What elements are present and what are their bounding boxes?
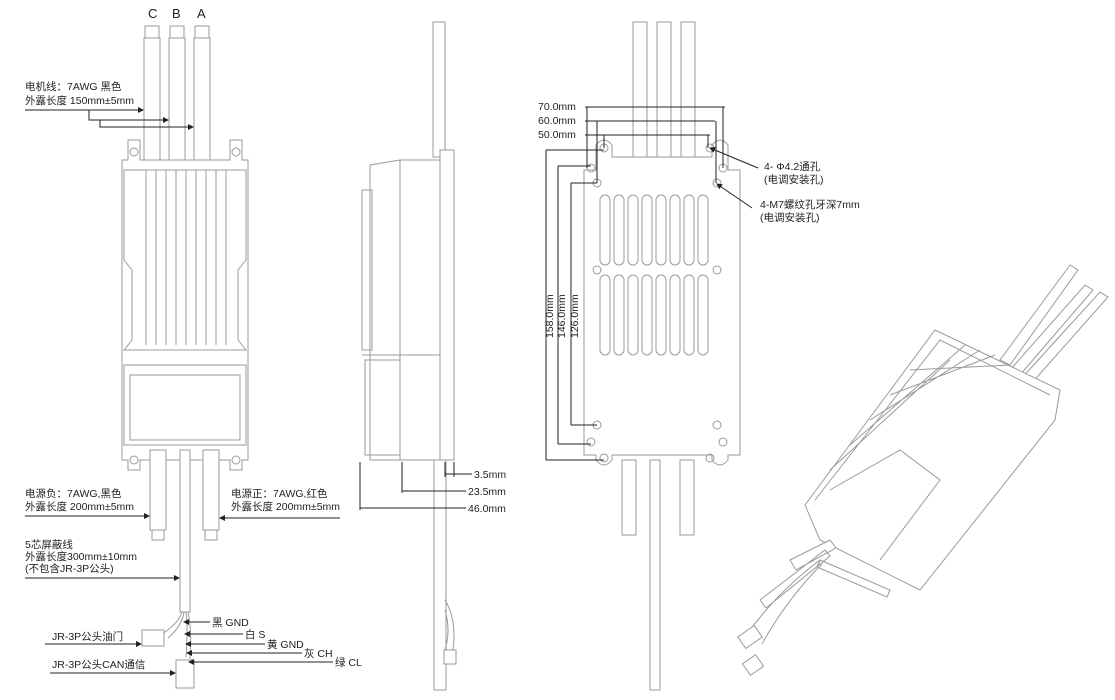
svg-text:外露长度 200mm±5mm: 外露长度 200mm±5mm: [25, 500, 134, 513]
svg-text:158.0mm: 158.0mm: [544, 294, 556, 338]
side-view: 3.5mm 23.5mm 46.0mm: [359, 21, 506, 691]
shielded-cable-callout: 5芯屏蔽线 外露长度300mm±10mm (不包含JR-3P公头): [25, 538, 180, 581]
height-dimensions: 158.0mm 146.0mm 126.0mm: [544, 149, 604, 461]
svg-text:黄 GND: 黄 GND: [267, 638, 304, 651]
power-negative-callout: 电源负：7AWG,黑色 外露长度 200mm±5mm: [25, 487, 150, 519]
svg-text:电源正：7AWG,红色: 电源正：7AWG,红色: [231, 487, 328, 500]
motor-wire-callout: 电机线：7AWG 黑色 外露长度 150mm±5mm: [25, 80, 194, 130]
svg-text:5芯屏蔽线: 5芯屏蔽线: [25, 538, 73, 551]
svg-text:外露长度 150mm±5mm: 外露长度 150mm±5mm: [25, 94, 134, 107]
svg-text:JR-3P公头油门: JR-3P公头油门: [52, 630, 123, 643]
svg-text:60.0mm: 60.0mm: [538, 115, 576, 127]
svg-text:146.0mm: 146.0mm: [556, 294, 568, 338]
svg-text:JR-3P公头CAN通信: JR-3P公头CAN通信: [52, 659, 145, 671]
svg-text:50.0mm: 50.0mm: [538, 129, 576, 141]
positive-wire: [202, 449, 220, 531]
svg-text:(不包含JR-3P公头): (不包含JR-3P公头): [25, 562, 114, 575]
shielded-cable: [179, 449, 191, 613]
isometric-view: [737, 264, 1109, 677]
can-connector: [175, 659, 195, 689]
pin-labels: 黑 GND 白 S 黄 GND 灰 CH 绿 CL: [183, 617, 362, 669]
svg-text:3.5mm: 3.5mm: [474, 469, 506, 481]
svg-text:绿 CL: 绿 CL: [335, 656, 362, 669]
cooling-fins: [145, 170, 227, 345]
svg-text:(电调安装孔): (电调安装孔): [760, 211, 820, 224]
back-view: 70.0mm 60.0mm 50.0mm 158.0mm 146.0mm 126…: [538, 21, 860, 691]
negative-wire: [149, 449, 167, 531]
svg-text:(电调安装孔): (电调安装孔): [764, 173, 824, 186]
svg-text:外露长度 200mm±5mm: 外露长度 200mm±5mm: [231, 500, 340, 513]
phase-label-a: A: [197, 6, 206, 21]
motor-wires: [143, 25, 211, 161]
svg-text:126.0mm: 126.0mm: [569, 294, 581, 338]
svg-text:70.0mm: 70.0mm: [538, 101, 576, 113]
svg-text:4-M7螺纹孔牙深7mm: 4-M7螺纹孔牙深7mm: [760, 198, 860, 211]
svg-text:外露长度300mm±10mm: 外露长度300mm±10mm: [25, 550, 137, 563]
side-dimensions: 3.5mm 23.5mm 46.0mm: [359, 462, 506, 515]
esc-body-front: [121, 139, 249, 471]
width-dimensions: 70.0mm 60.0mm 50.0mm: [538, 101, 725, 183]
svg-text:灰 CH: 灰 CH: [304, 647, 333, 660]
svg-text:电源负：7AWG,黑色: 电源负：7AWG,黑色: [25, 487, 122, 500]
hole-callouts: 4- Φ4.2通孔 (电调安装孔) 4-M7螺纹孔牙深7mm (电调安装孔): [709, 147, 860, 224]
svg-text:白 S: 白 S: [245, 628, 265, 641]
front-view: C B A 电机线：7AWG 黑色 外露长度 150mm±5mm: [25, 6, 362, 689]
connector-callouts: JR-3P公头油门 JR-3P公头CAN通信: [45, 630, 176, 676]
svg-text:电机线：7AWG 黑色: 电机线：7AWG 黑色: [25, 80, 122, 93]
back-fins: [599, 194, 709, 356]
svg-text:46.0mm: 46.0mm: [468, 503, 506, 515]
throttle-connector: [141, 629, 165, 647]
power-positive-callout: 电源正：7AWG,红色 外露长度 200mm±5mm: [219, 487, 340, 521]
svg-text:黑 GND: 黑 GND: [212, 617, 249, 629]
svg-text:23.5mm: 23.5mm: [468, 486, 506, 498]
svg-text:4- Φ4.2通孔: 4- Φ4.2通孔: [764, 160, 821, 173]
phase-label-b: B: [172, 6, 181, 21]
phase-label-c: C: [148, 6, 157, 21]
